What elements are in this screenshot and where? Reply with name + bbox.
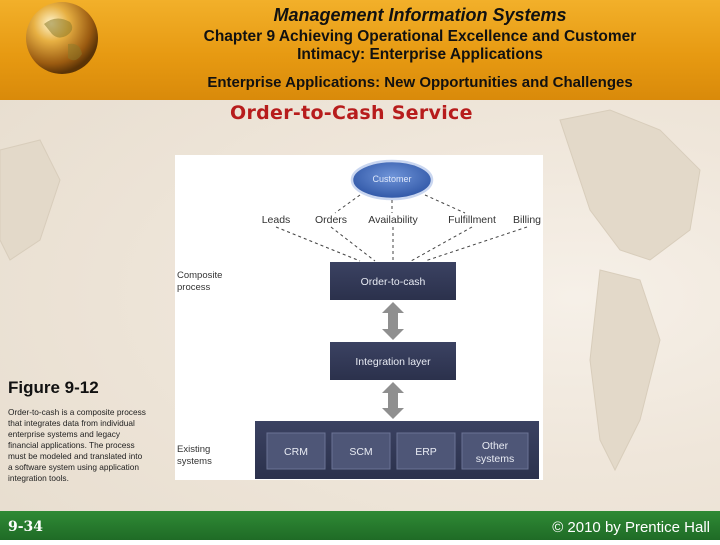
existing-systems-label-line1: Existing — [177, 444, 210, 455]
system-crm: CRM — [284, 446, 308, 458]
service-leads: Leads — [262, 214, 291, 226]
double-arrow-icon — [382, 382, 404, 419]
existing-systems-label-line2: systems — [177, 456, 212, 467]
order-to-cash-box: Order-to-cash — [330, 262, 456, 300]
figure-caption-title: Figure 9-12 — [8, 378, 99, 397]
integration-layer-label: Integration layer — [355, 356, 431, 368]
system-other-line2: systems — [476, 453, 515, 465]
system-scm: SCM — [349, 446, 372, 458]
customer-node: Customer — [350, 159, 434, 201]
chapter-title: Chapter 9 Achieving Operational Excellen… — [203, 28, 637, 63]
customer-connectors — [334, 194, 466, 214]
system-other-line1: Other — [482, 440, 509, 452]
service-billing: Billing — [513, 214, 541, 226]
slide-title: Order-to-Cash Service — [230, 102, 473, 124]
header-band — [0, 0, 720, 100]
integration-layer-box: Integration layer — [330, 342, 456, 380]
service-connectors — [275, 226, 528, 262]
service-availability: Availability — [368, 214, 418, 226]
order-to-cash-figure: Customer Leads Orders Availability Fulfi… — [175, 155, 543, 480]
service-orders: Orders — [315, 214, 347, 226]
system-erp: ERP — [415, 446, 437, 458]
figure-caption-text: Order-to-cash is a composite process tha… — [8, 407, 146, 483]
globe-logo-icon — [26, 2, 98, 74]
order-to-cash-label: Order-to-cash — [361, 276, 426, 288]
double-arrow-icon — [382, 302, 404, 340]
course-title: Management Information Systems — [273, 5, 567, 25]
section-subtitle: Enterprise Applications: New Opportuniti… — [207, 74, 633, 91]
customer-label: Customer — [372, 174, 411, 184]
footer-band — [0, 511, 720, 540]
composite-process-label-line1: Composite — [177, 270, 222, 281]
copyright-text: © 2010 by Prentice Hall — [552, 519, 710, 536]
composite-process-label-line2: process — [177, 282, 211, 293]
service-fulfillment: Fulfillment — [448, 214, 496, 226]
slide-number: 9-34 — [8, 519, 44, 535]
existing-systems-container: CRM SCM ERP Other systems — [255, 421, 539, 479]
